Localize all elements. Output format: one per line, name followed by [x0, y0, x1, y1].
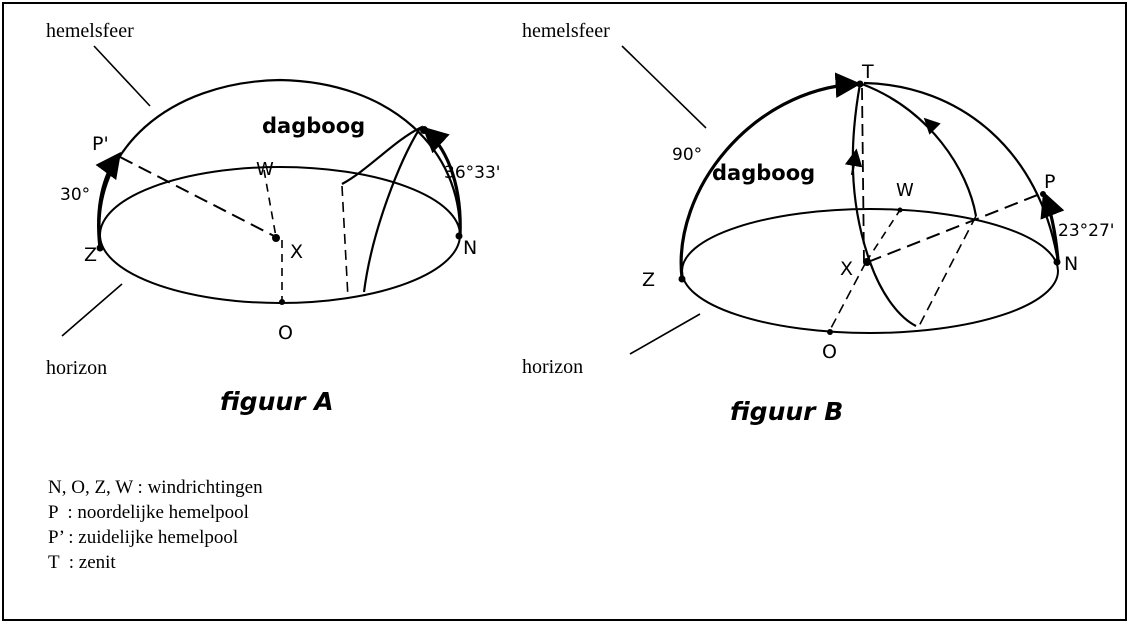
fig-b-sphere-pointer: [621, 45, 707, 129]
fig-b-dot-w: [897, 207, 903, 213]
fig-b-dayarc-up: [844, 148, 863, 176]
fig-a-arc-pprime: [95, 151, 122, 249]
fig-b-axis-dashed: [867, 193, 1041, 263]
fig-a-dot-z: [96, 244, 104, 252]
legend-item: P’ : zuidelijke hemelpool: [48, 527, 239, 548]
fig-b-cross-dashed: [917, 215, 977, 329]
fig-b-o-dashed: [829, 261, 867, 331]
fig-b-w-dashed: [865, 209, 901, 263]
fig-a-axis-dashed: [119, 156, 277, 238]
fig-a-point-w: W: [256, 159, 274, 180]
fig-b-angle-p: 23°27': [1058, 221, 1114, 241]
legend-item: T : zenit: [48, 552, 116, 573]
fig-b-dayarc-right: [861, 82, 978, 217]
fig-a-dot-o: [279, 299, 285, 305]
fig-a-dot-n: [455, 232, 463, 240]
fig-b-sphere-dome-right: [863, 81, 1060, 263]
legend-item: N, O, Z, W : windrichtingen: [48, 477, 263, 498]
fig-a-point-pprime: P': [92, 133, 109, 155]
fig-b-point-p: P: [1044, 171, 1055, 193]
fig-a-dayarc-label: dagboog: [262, 114, 365, 138]
figure-b: [621, 45, 1065, 355]
fig-b-dot-z: [678, 275, 686, 283]
fig-a-caption: figuur A: [220, 387, 334, 416]
fig-a-angle-sun: 36°33': [444, 163, 500, 183]
fig-a-sphere-label: hemelsfeer: [46, 20, 134, 42]
fig-b-point-z: Z: [642, 269, 655, 291]
fig-b-angle-t: 90°: [672, 145, 702, 165]
fig-b-dot-o: [827, 329, 833, 335]
fig-b-dot-x: [863, 258, 871, 266]
fig-b-dot-n: [1053, 258, 1061, 266]
fig-b-dot-t: [856, 80, 864, 88]
fig-a-arc-dashed: [341, 185, 349, 299]
fig-b-point-w: W: [896, 180, 914, 201]
fig-b-dayarc-left: [851, 83, 917, 327]
figure-a: [61, 45, 462, 337]
fig-a-point-n: N: [463, 237, 477, 259]
legend: N, O, Z, W : windrichtingen P : noordeli…: [48, 475, 263, 575]
fig-a-dayarc: [341, 125, 423, 293]
fig-a-w-dashed: [263, 169, 277, 238]
fig-b-caption: figuur B: [730, 397, 843, 426]
fig-a-point-o: O: [278, 322, 293, 344]
fig-b-dot-p: [1040, 191, 1046, 197]
fig-b-arc-p: [1040, 191, 1065, 261]
fig-b-arc-t: [679, 72, 862, 279]
fig-b-dayarc-arrow: [923, 117, 941, 135]
fig-a-dot-x: [272, 234, 280, 242]
fig-b-sphere-label: hemelsfeer: [522, 20, 610, 42]
fig-b-horizon-pointer: [629, 313, 701, 355]
fig-b-point-t: T: [861, 61, 874, 83]
fig-b-dayarc-label: dagboog: [712, 161, 815, 185]
fig-a-horizon-pointer: [61, 283, 123, 337]
fig-b-point-o: O: [822, 341, 837, 363]
fig-a-sphere-dome: [98, 78, 462, 241]
fig-a-arc-sun: [422, 126, 462, 237]
fig-a-point-x: X: [290, 241, 303, 263]
fig-a-dot-sun: [420, 126, 428, 134]
fig-b-point-x: X: [840, 258, 853, 280]
fig-a-horizon-ellipse: [99, 166, 461, 304]
fig-b-horizon-label: horizon: [522, 356, 583, 378]
fig-b-horizon-ellipse: [681, 208, 1059, 334]
legend-item: P : noordelijke hemelpool: [48, 502, 249, 523]
fig-b-point-n: N: [1064, 253, 1078, 275]
fig-a-angle-pprime: 30°: [60, 185, 90, 205]
fig-a-sphere-pointer: [93, 45, 151, 107]
fig-b-zenith-dashed: [861, 87, 865, 265]
fig-a-horizon-label: horizon: [46, 357, 107, 379]
fig-a-point-z: Z: [84, 244, 97, 266]
